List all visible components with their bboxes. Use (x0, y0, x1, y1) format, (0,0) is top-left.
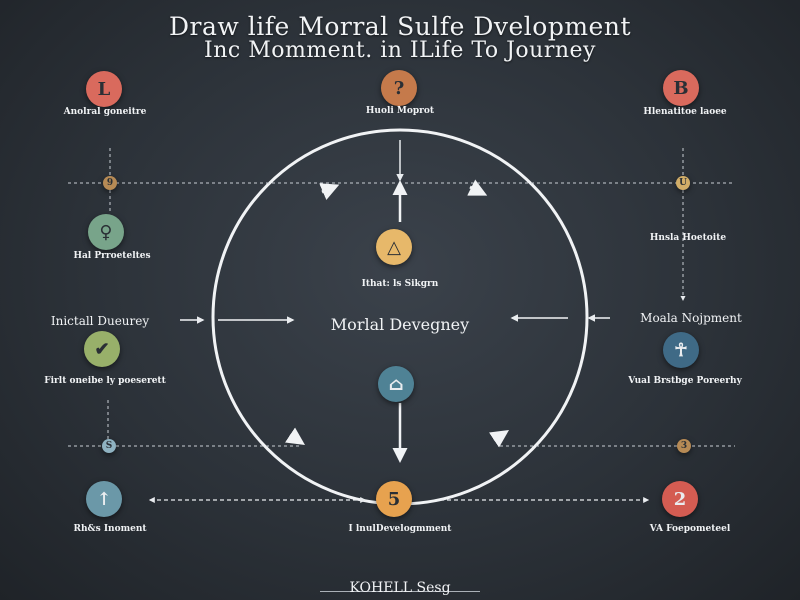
center-title: Morlal Devegney (330, 315, 470, 334)
small-bottom-right-node: 3 (677, 439, 691, 453)
center-upper-label: Ithat: ls Sikgrn (361, 279, 439, 289)
top-center-node: ? (381, 70, 417, 106)
footer-brand: KOHELL Sesg (349, 580, 451, 596)
mid-left-node: ♀ (88, 214, 124, 250)
bottom-right-node: 2 (662, 481, 698, 517)
small-top-left-node: 9 (103, 176, 117, 190)
bottom-center-heading: I lnulDevelogmment (348, 524, 452, 534)
top-left-heading: Anolral goneitre (63, 107, 147, 117)
inner-bottom-node: ⌂ (378, 366, 414, 402)
title-line-2: Inc Momment. in ILife To Journey (204, 38, 596, 63)
top-center-heading: Huoli Moprot (365, 106, 435, 116)
bottom-center-node: 5 (376, 481, 412, 517)
right-side-label: Moala Nojpment (640, 311, 742, 325)
left-lower-heading: Firlt oneibe ly poeserett (44, 376, 166, 386)
footer-rule (320, 591, 480, 592)
top-left-node: L (86, 71, 122, 107)
mid-left-heading: Hal Prroeteltes (73, 251, 151, 261)
small-bottom-left-node: S (102, 439, 116, 453)
bottom-left-node: ↑ (86, 481, 122, 517)
top-right-node: B (663, 70, 699, 106)
inner-top-node: △ (376, 229, 412, 265)
circle-arrow-bottom-left (285, 427, 305, 445)
bottom-right-heading: VA Foepometeel (649, 524, 731, 534)
circle-arrow-top-right (467, 179, 488, 196)
left-side-label: Inictall Dueurey (50, 314, 150, 328)
top-right-heading: Hlenatitoe laoee (643, 107, 727, 117)
circle-arrow-top-left (319, 183, 340, 200)
mid-right-heading: Hnsla Hoetoite (649, 233, 727, 243)
small-top-right-node: U (676, 176, 690, 190)
left-lower-node: ✔ (84, 331, 120, 367)
right-lower-heading: Vual Brstbge Poreerhy (628, 376, 742, 386)
bottom-left-heading: Rh&s Inoment (73, 524, 147, 534)
circle-arrow-bottom-right (489, 430, 509, 448)
title-line-1: Draw life Morral Sulfe Dvelopment (168, 12, 631, 41)
right-lower-node: ☥ (663, 332, 699, 368)
